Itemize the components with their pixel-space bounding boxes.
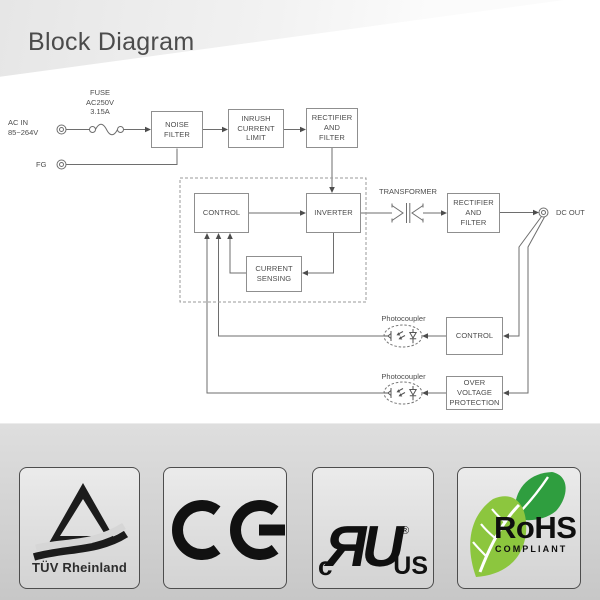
cert-tuv-rheinland: TÜV Rheinland xyxy=(19,467,140,589)
block-noise-filter: NOISE FILTER xyxy=(151,111,203,148)
isolation-dashed-box xyxy=(179,177,367,303)
ac-in-label: AC IN 85~264V xyxy=(8,118,39,137)
wire-fg-to-noise xyxy=(66,148,178,165)
fg-label: FG xyxy=(36,160,47,169)
block-control-secondary: CONTROL xyxy=(446,317,503,355)
block-inverter: INVERTER xyxy=(306,193,361,233)
rohs-leaves-icon xyxy=(470,472,566,577)
block-inrush-current-limit: INRUSH CURRENT LIMIT xyxy=(228,109,284,148)
cul-c-label: c xyxy=(318,551,333,581)
page-title: Block Diagram xyxy=(28,28,195,56)
block-rectifier-filter-secondary: RECTIFIER AND FILTER xyxy=(447,193,500,233)
header: Block Diagram xyxy=(0,0,600,80)
wire-dcout-to-control2 xyxy=(508,216,542,337)
diagram-connectors xyxy=(56,123,549,405)
photocoupler-bottom-icon xyxy=(383,381,423,405)
wire-photocoupler1-to-control xyxy=(218,238,384,337)
block-control-primary: CONTROL xyxy=(194,193,249,233)
wire-dcout-to-ovp xyxy=(508,216,545,394)
ce-mark-icon xyxy=(172,500,285,560)
rohs-subtitle: COMPLIANT xyxy=(495,544,568,554)
transformer-icon xyxy=(391,203,424,223)
transformer-label: TRANSFORMER xyxy=(379,187,437,196)
block-rectifier-filter-primary: RECTIFIER AND FILTER xyxy=(306,108,358,148)
cert-rohs: RoHS COMPLIANT xyxy=(457,467,581,589)
cert-cul-us: c ЯU ® US xyxy=(312,467,434,589)
registered-mark: ® xyxy=(401,525,410,537)
fg-terminal-icon xyxy=(56,159,67,170)
fuse-icon xyxy=(89,123,124,136)
cul-us-label: US xyxy=(393,552,428,580)
wire-photocoupler2-to-control xyxy=(206,238,384,394)
rohs-title: RoHS xyxy=(494,510,577,545)
fuse-label: FUSE AC250V 3.15A xyxy=(86,88,114,117)
tuv-label: TÜV Rheinland xyxy=(31,560,128,575)
wire-current-sensing-to-control xyxy=(229,238,246,274)
dc-out-label: DC OUT xyxy=(556,208,585,217)
ul-mark-icon: ЯU xyxy=(320,514,406,579)
wire-inverter-to-current-sensing xyxy=(307,233,334,274)
certifications-panel: TÜV Rheinland c ЯU ® US xyxy=(0,423,600,600)
arrowheads xyxy=(145,126,539,396)
block-diagram: NOISE FILTER INRUSH CURRENT LIMIT RECTIF… xyxy=(0,80,600,423)
photocoupler-top-icon xyxy=(383,324,423,348)
photocoupler-top-label: Photocoupler xyxy=(381,314,426,323)
dc-out-terminal-icon xyxy=(538,207,549,218)
tuv-triangle-icon xyxy=(32,483,129,561)
block-current-sensing: CURRENT SENSING xyxy=(246,256,302,292)
cert-ce xyxy=(163,467,287,589)
photocoupler-bottom-label: Photocoupler xyxy=(381,372,426,381)
ac-in-terminal-icon xyxy=(56,124,67,135)
block-over-voltage-protection: OVER VOLTAGE PROTECTION xyxy=(446,376,503,410)
